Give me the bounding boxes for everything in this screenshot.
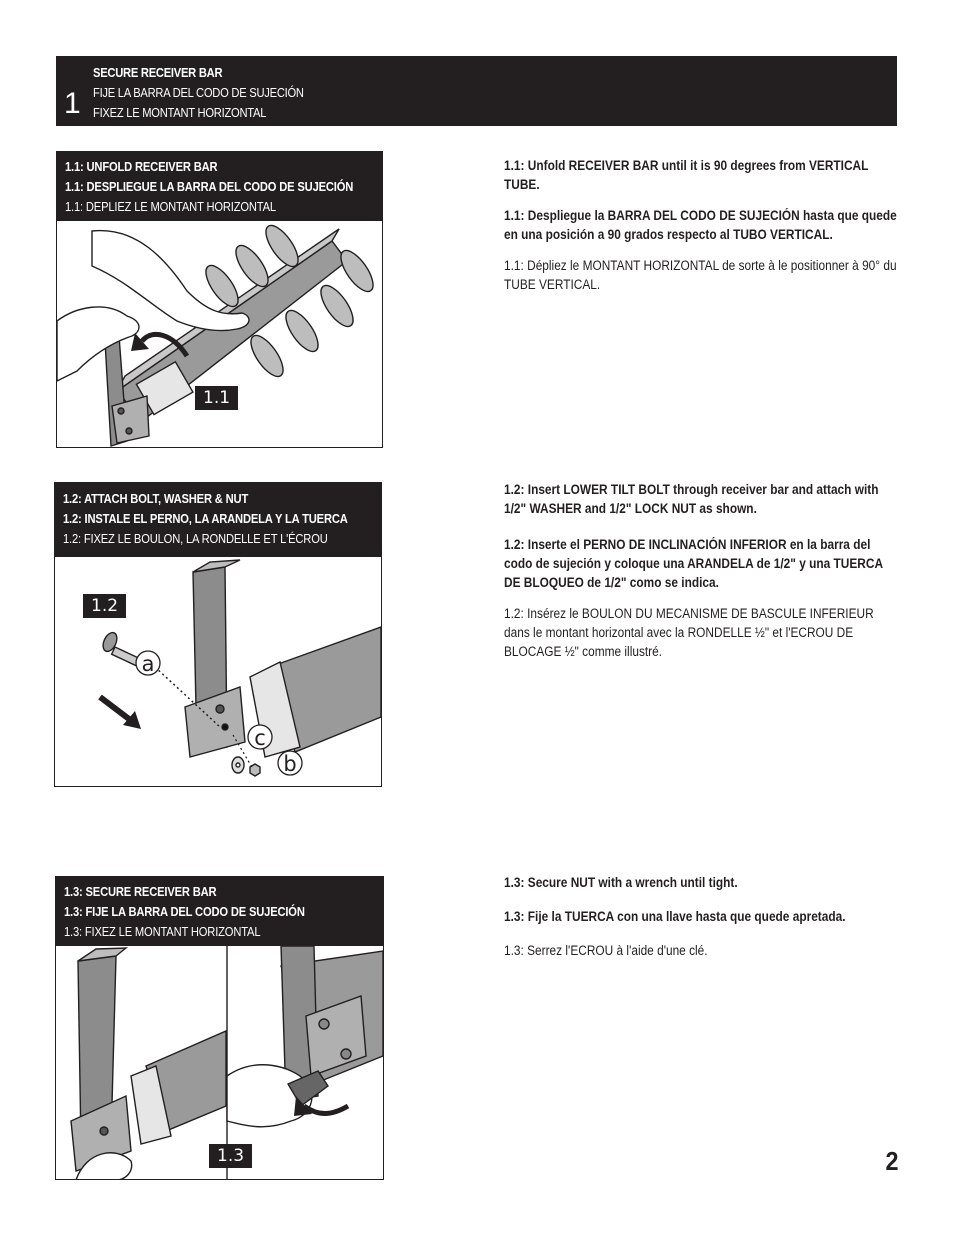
- step-title-en: 1.2: ATTACH BOLT, WASHER & NUT: [63, 491, 249, 506]
- instruction-en: 1.2: Insert LOWER TILT BOLT through rece…: [504, 482, 879, 516]
- step-1-2-illustration: a c b: [98, 559, 381, 777]
- callout-b: b: [283, 752, 296, 776]
- section-number: 1: [64, 87, 81, 120]
- step-1-3-panel: 1.3: SECURE RECEIVER BAR 1.3: FIJE LA BA…: [55, 876, 384, 1180]
- step-title-es: 1.1: DESPLIEGUE LA BARRA DEL CODO DE SUJ…: [65, 179, 354, 194]
- instruction-es: 1.3: Fije la TUERCA con una llave hasta …: [504, 909, 846, 924]
- instruction-en: 1.1: Unfold RECEIVER BAR until it is 90 …: [504, 158, 869, 192]
- instruction-fr: 1.2: Insérez le BOULON DU MECANISME DE B…: [504, 606, 874, 659]
- step-1-2-instructions: 1.2: Insert LOWER TILT BOLT through rece…: [504, 480, 899, 661]
- step-1-2-panel: 1.2: ATTACH BOLT, WASHER & NUT 1.2: INST…: [54, 482, 382, 787]
- step-title-en: 1.3: SECURE RECEIVER BAR: [64, 884, 217, 899]
- step-title-fr: 1.2: FIXEZ LE BOULON, LA RONDELLE ET L'É…: [63, 531, 328, 546]
- step-title-fr: 1.3: FIXEZ LE MONTANT HORIZONTAL: [64, 924, 261, 939]
- instruction-fr: 1.3: Serrez l'ECROU à l'aide d'une clé.: [504, 943, 708, 958]
- step-title-fr: 1.1: DEPLIEZ LE MONTANT HORIZONTAL: [65, 199, 276, 214]
- section-title-es: FIJE LA BARRA DEL CODO DE SUJECIÓN: [93, 85, 304, 100]
- step-1-3-heading: 1.3: SECURE RECEIVER BAR 1.3: FIJE LA BA…: [56, 877, 383, 946]
- step-badge: 1.2: [83, 594, 127, 618]
- step-1-2-heading: 1.2: ATTACH BOLT, WASHER & NUT 1.2: INST…: [55, 483, 381, 557]
- step-1-1-panel: 1.1: UNFOLD RECEIVER BAR 1.1: DESPLIEGUE…: [56, 151, 383, 448]
- section-title-fr: FIXEZ LE MONTANT HORIZONTAL: [93, 105, 267, 120]
- callout-c: c: [254, 726, 266, 750]
- step-1-3-instructions: 1.3: Secure NUT with a wrench until tigh…: [504, 873, 899, 960]
- section-titles: SECURE RECEIVER BAR FIJE LA BARRA DEL CO…: [93, 63, 338, 123]
- step-badge: 1.1: [195, 386, 239, 410]
- step-1-1-instructions: 1.1: Unfold RECEIVER BAR until it is 90 …: [504, 156, 899, 294]
- page-number: 2: [884, 1146, 898, 1176]
- step-1-1-heading: 1.1: UNFOLD RECEIVER BAR 1.1: DESPLIEGUE…: [57, 152, 382, 221]
- step-1-1-illustration: [57, 224, 374, 447]
- instruction-fr: 1.1: Dépliez le MONTANT HORIZONTAL de so…: [504, 258, 897, 292]
- callout-a: a: [142, 652, 155, 676]
- step-badge: 1.3: [209, 1144, 253, 1168]
- instruction-es: 1.2: Inserte el PERNO DE INCLINACIÓN INF…: [504, 537, 883, 590]
- section-title-en: SECURE RECEIVER BAR: [93, 65, 223, 80]
- instruction-es: 1.1: Despliegue la BARRA DEL CODO DE SUJ…: [504, 208, 897, 242]
- step-title-es: 1.3: FIJE LA BARRA DEL CODO DE SUJECIÓN: [64, 904, 305, 919]
- step-title-en: 1.1: UNFOLD RECEIVER BAR: [65, 159, 218, 174]
- section-header: 1 SECURE RECEIVER BAR FIJE LA BARRA DEL …: [56, 56, 897, 126]
- instruction-en: 1.3: Secure NUT with a wrench until tigh…: [504, 875, 738, 890]
- step-1-3-illustration: [70, 946, 383, 1179]
- step-title-es: 1.2: INSTALE EL PERNO, LA ARANDELA Y LA …: [63, 511, 348, 526]
